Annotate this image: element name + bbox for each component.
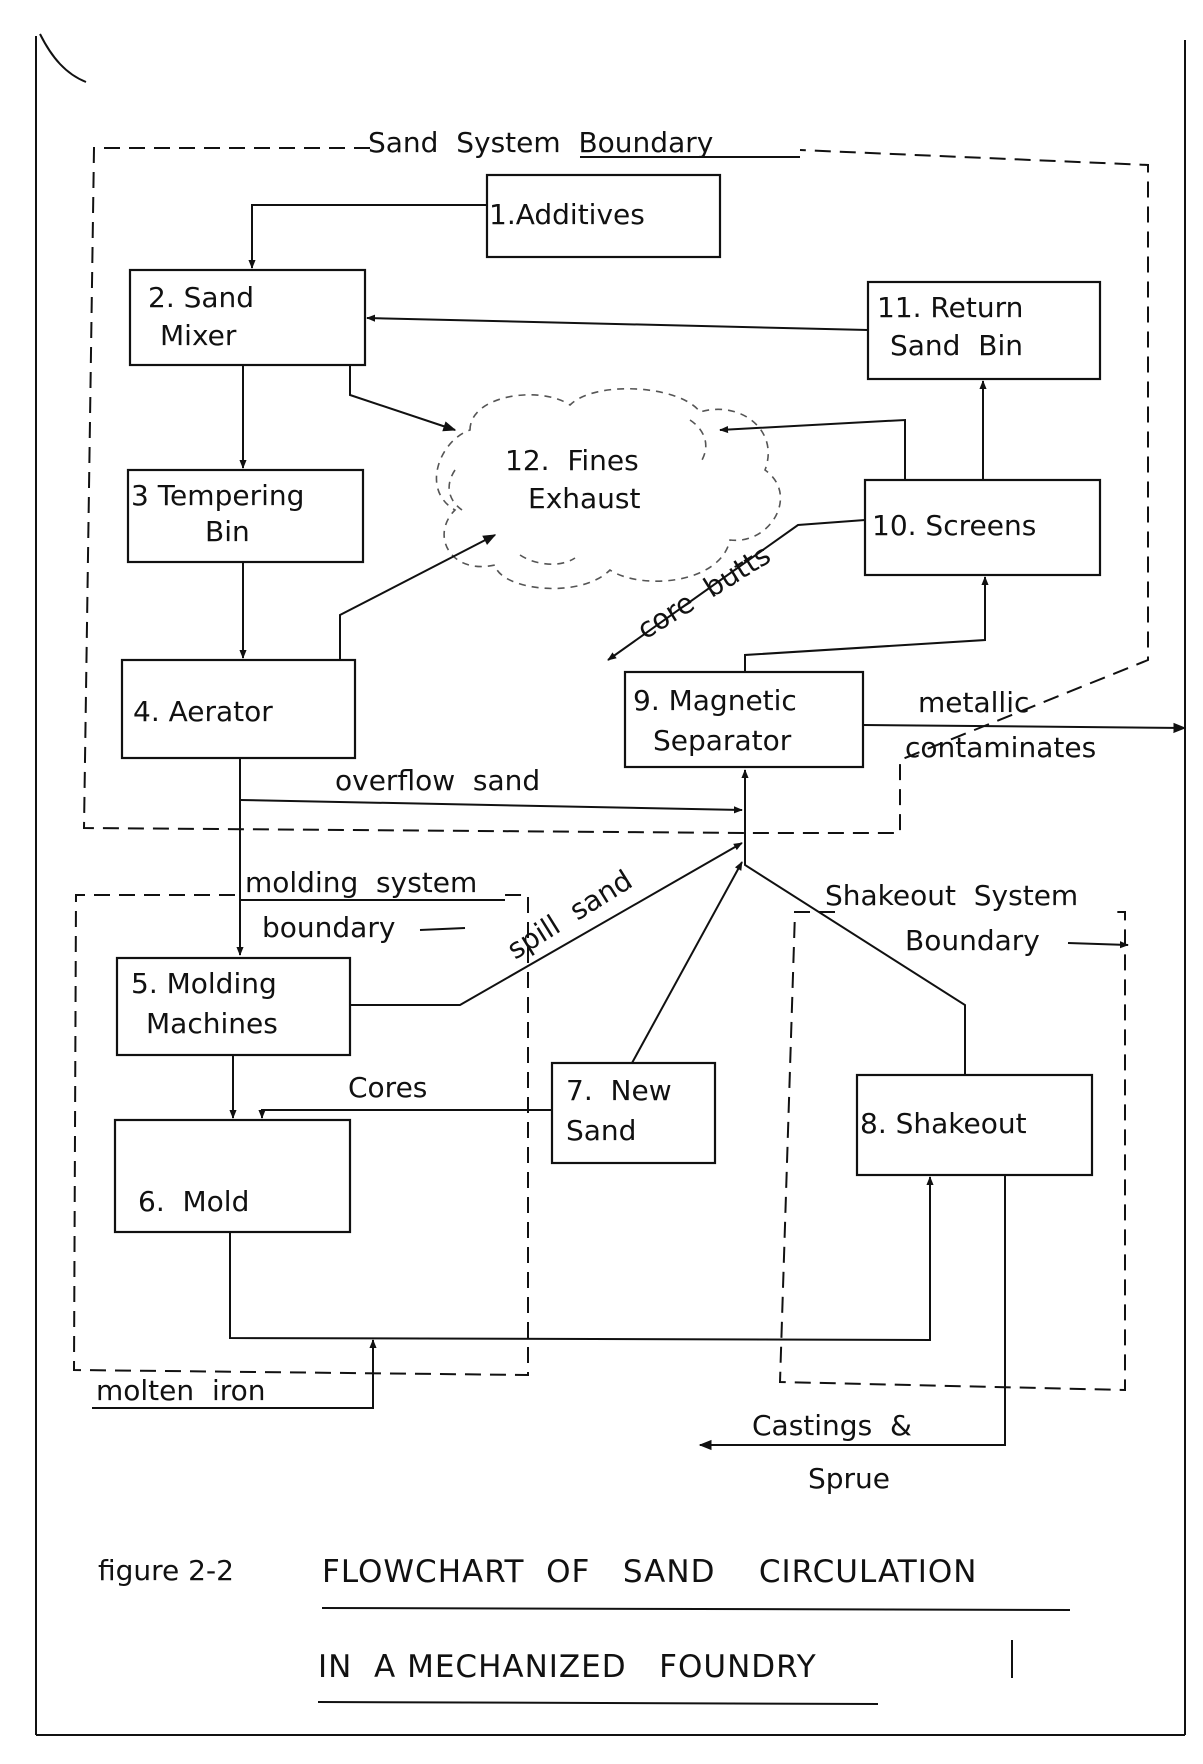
caption-title-line-2: IN A MECHANIZED FOUNDRY bbox=[318, 1649, 817, 1685]
node-return-sand-bin: 11. Return Sand Bin bbox=[868, 282, 1100, 379]
arrow-return-bin-to-mixer bbox=[367, 318, 868, 330]
shakeout-boundary-label-2: Boundary bbox=[905, 924, 1040, 957]
sand-mixer-label-1: 2. Sand bbox=[148, 281, 254, 314]
overflow-sand-label: overflow sand bbox=[335, 764, 540, 797]
molding-boundary-label-1: molding system bbox=[245, 866, 477, 899]
arrow-overflow-sand bbox=[240, 800, 742, 810]
shakeout-label: 8. Shakeout bbox=[860, 1107, 1027, 1140]
cores-label: Cores bbox=[348, 1071, 427, 1104]
node-additives: 1.Additives bbox=[487, 175, 720, 257]
shakeout-boundary-pointer bbox=[1068, 943, 1128, 945]
node-new-sand: 7. New Sand bbox=[552, 1063, 715, 1163]
arrow-castings-sprue bbox=[700, 1175, 1005, 1445]
magnetic-separator-label-1: 9. Magnetic bbox=[633, 684, 797, 717]
castings-label-2: Sprue bbox=[808, 1462, 890, 1495]
arrow-new-sand-to-separator bbox=[632, 862, 742, 1063]
caption-title-underline-1 bbox=[322, 1608, 1070, 1610]
molten-iron-label: molten iron bbox=[96, 1374, 266, 1407]
magnetic-separator-label-2: Separator bbox=[653, 724, 792, 757]
metallic-label-1: metallic bbox=[918, 686, 1029, 719]
node-aerator: 4. Aerator bbox=[122, 660, 355, 758]
arrow-separator-to-screens bbox=[745, 577, 985, 672]
return-sand-bin-label-1: 11. Return bbox=[877, 291, 1023, 324]
return-sand-bin-label-2: Sand Bin bbox=[890, 329, 1023, 362]
figure-number: figure 2-2 bbox=[98, 1554, 234, 1587]
node-mold: 6. Mold bbox=[115, 1120, 350, 1232]
page-corner-mark bbox=[40, 34, 86, 82]
castings-label-1: Castings & bbox=[752, 1409, 912, 1442]
sand-mixer-label-2: Mixer bbox=[160, 319, 237, 352]
screens-label: 10. Screens bbox=[872, 509, 1036, 542]
arrow-mixer-to-fines bbox=[350, 365, 455, 430]
caption-title-line-1: FLOWCHART OF SAND CIRCULATION bbox=[322, 1554, 977, 1590]
fines-exhaust-label-2: Exhaust bbox=[528, 482, 641, 515]
molding-machines-label-2: Machines bbox=[146, 1007, 278, 1040]
arrow-additives-to-mixer bbox=[252, 205, 487, 268]
new-sand-label-2: Sand bbox=[566, 1114, 636, 1147]
arrow-screens-to-fines bbox=[720, 420, 905, 480]
arrow-shakeout-to-separator bbox=[745, 770, 965, 1075]
molding-boundary-pointer bbox=[420, 928, 465, 930]
sand-boundary-label: Sand System Boundary bbox=[368, 126, 713, 159]
node-sand-mixer: 2. Sand Mixer bbox=[130, 270, 365, 365]
fines-exhaust-label-1: 12. Fines bbox=[505, 444, 639, 477]
tempering-bin-label-2: Bin bbox=[205, 515, 250, 548]
node-tempering-bin: 3 Tempering Bin bbox=[128, 470, 363, 562]
caption-title-underline-2 bbox=[318, 1702, 878, 1704]
node-molding-machines: 5. Molding Machines bbox=[117, 958, 350, 1055]
molding-boundary-label-2: boundary bbox=[262, 911, 395, 944]
additives-label: 1.Additives bbox=[489, 198, 645, 231]
node-screens: 10. Screens bbox=[865, 480, 1100, 575]
new-sand-label-1: 7. New bbox=[566, 1074, 672, 1107]
node-shakeout: 8. Shakeout bbox=[857, 1075, 1092, 1175]
mold-label: 6. Mold bbox=[138, 1185, 249, 1218]
arrow-cores bbox=[262, 1110, 552, 1118]
metallic-label-2: contaminates bbox=[905, 731, 1096, 764]
core-butts-label: core butts bbox=[631, 538, 776, 646]
arrow-metallic-contaminates bbox=[863, 725, 1185, 728]
shakeout-boundary-label-1: Shakeout System bbox=[825, 879, 1078, 912]
node-magnetic-separator: 9. Magnetic Separator bbox=[625, 672, 863, 767]
molding-machines-label-1: 5. Molding bbox=[131, 967, 277, 1000]
aerator-label: 4. Aerator bbox=[133, 695, 273, 728]
tempering-bin-label-1: 3 Tempering bbox=[131, 479, 304, 512]
